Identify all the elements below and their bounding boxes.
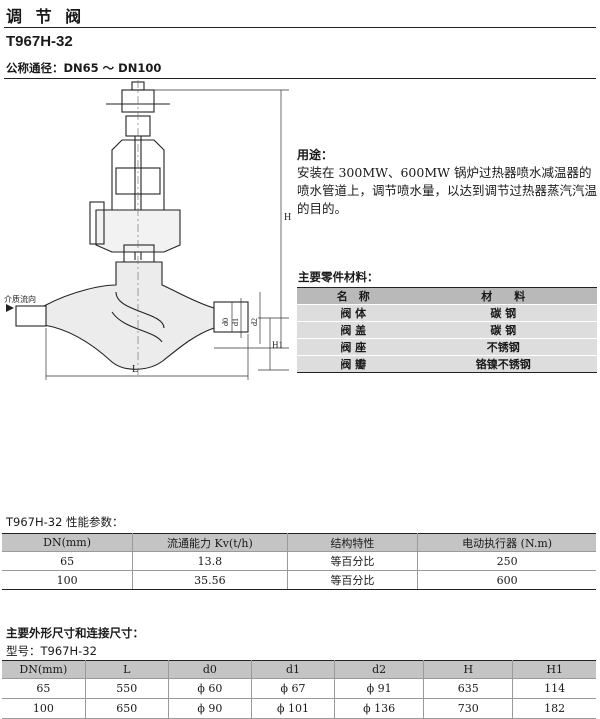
part-material: 不锈钢: [409, 338, 597, 356]
table-cell: 114: [512, 678, 596, 699]
part-name: 阀 座: [297, 338, 410, 356]
dimensions-heading: 主要外形尺寸和连接尺寸：: [6, 626, 144, 640]
table-cell: ϕ 91: [334, 678, 425, 699]
parts-header-name: 名 称: [297, 287, 410, 305]
table-cell: ϕ 60: [168, 678, 252, 699]
table-cell: 等百分比: [287, 551, 419, 571]
table-cell: 等百分比: [287, 570, 419, 590]
part-name: 阀 盖: [297, 321, 410, 339]
parts-heading: 主要零件材料：: [298, 270, 379, 284]
page-title: 调 节 阀: [6, 7, 86, 26]
part-name: 阀 体: [297, 304, 410, 322]
table-cell: 65: [2, 678, 86, 699]
label-h: H: [284, 212, 291, 223]
table-row: 100 35.56 等百分比 600: [2, 570, 596, 590]
performance-heading: T967H-32 性能参数：: [6, 515, 124, 529]
part-material: 铬镍不锈钢: [409, 355, 597, 373]
table-cell: 250: [417, 551, 596, 571]
table-cell: 182: [512, 698, 596, 719]
usage-text: 安装在 300MW、600MW 锅炉过热器喷水减温器的喷水管道上，调节喷水量，以…: [297, 165, 598, 216]
table-row: 65 550 ϕ 60 ϕ 67 ϕ 91 635 114: [2, 678, 596, 699]
label-d1: d1: [231, 318, 240, 326]
part-material: 碳 钢: [409, 321, 597, 339]
table-cell: 730: [423, 698, 514, 719]
nominal-size: 公称通径：DN65 ～ DN100: [6, 61, 162, 75]
table-row: 100 650 ϕ 90 ϕ 101 ϕ 136 730 182: [2, 698, 596, 719]
model-number: T967H-32: [6, 33, 73, 50]
dim-header-h1: H1: [512, 660, 596, 679]
dim-header-dn: DN(mm): [2, 660, 86, 679]
dim-header-d1: d1: [251, 660, 336, 679]
dimensions-table: DN(mm) L d0 d1 d2 H H1 65 550 ϕ 60 ϕ 67 …: [2, 660, 596, 719]
table-row: 65 13.8 等百分比 250: [2, 551, 596, 571]
part-name: 阀 瓣: [297, 355, 410, 373]
table-cell: 100: [2, 570, 134, 590]
perf-header-structure: 结构特性: [287, 533, 419, 552]
label-h1: H1: [272, 340, 283, 350]
table-cell: 600: [417, 570, 596, 590]
flow-arrow-icon: [6, 304, 14, 312]
table-cell: 65: [2, 551, 134, 571]
usage-heading: 用途：: [297, 148, 334, 162]
parts-table: 名 称 材 料 阀 体 碳 钢 阀 盖 碳 钢 阀 座 不锈钢 阀 瓣 铬镍不锈…: [297, 287, 597, 373]
table-cell: 650: [85, 698, 169, 719]
title-rule: [4, 27, 596, 28]
label-l: L: [132, 364, 138, 375]
table-row: 阀 盖 碳 钢: [297, 321, 597, 339]
label-d0: d0: [221, 318, 230, 326]
part-material: 碳 钢: [409, 304, 597, 322]
perf-header-kv: 流通能力 Kv(t/h): [132, 533, 288, 552]
perf-header-actuator: 电动执行器 (N.m): [417, 533, 596, 552]
dim-header-d0: d0: [168, 660, 252, 679]
dim-header-h: H: [423, 660, 514, 679]
table-row: 阀 瓣 铬镍不锈钢: [297, 355, 597, 373]
label-d2: d2: [250, 318, 259, 326]
inlet-pipe: [15, 305, 47, 327]
dimensions-model: 型号：T967H-32: [6, 644, 97, 658]
valve-drawing: H H1 L d0 d1 d2 介质流向: [4, 80, 291, 380]
performance-table: DN(mm) 流通能力 Kv(t/h) 结构特性 电动执行器 (N.m) 65 …: [2, 533, 596, 590]
table-row: 阀 座 不锈钢: [297, 338, 597, 356]
dim-header-l: L: [85, 660, 169, 679]
table-cell: 35.56: [132, 570, 288, 590]
table-cell: 550: [85, 678, 169, 699]
dim-header-d2: d2: [334, 660, 425, 679]
header-rule: [4, 78, 596, 79]
flow-direction-label: 介质流向: [4, 294, 36, 304]
outlet-pipe: [213, 301, 249, 333]
perf-header-dn: DN(mm): [2, 533, 134, 552]
table-cell: 13.8: [132, 551, 288, 571]
table-cell: 635: [423, 678, 514, 699]
bonnet-bolt: [89, 201, 105, 245]
parts-header-material: 材 料: [409, 287, 597, 305]
table-cell: ϕ 67: [251, 678, 336, 699]
table-row: 阀 体 碳 钢: [297, 304, 597, 322]
